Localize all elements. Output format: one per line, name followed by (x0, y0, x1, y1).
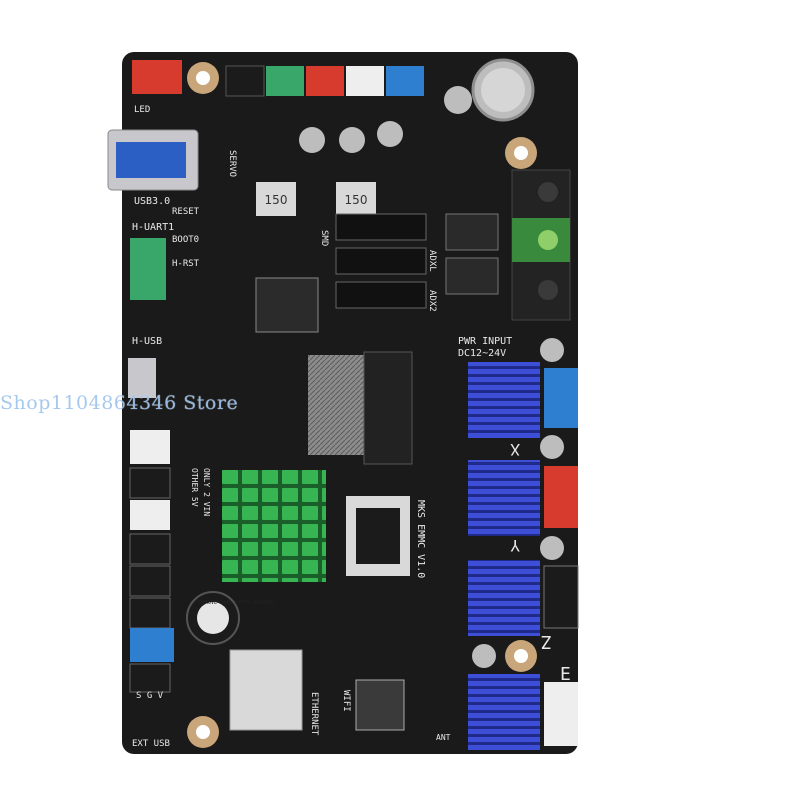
watermark: Shop1104864346 Store (0, 392, 239, 414)
heatsink-z (468, 560, 540, 636)
silk-servo: SERVO (227, 150, 237, 177)
mount-hole-top-left-center (196, 71, 210, 85)
terminal-screw-3 (538, 280, 558, 300)
connector-side-blue (130, 628, 174, 662)
connector-side-black-3 (129, 565, 171, 597)
silk-pwr-input: PWR INPUT (458, 336, 512, 347)
capacitor-small-4 (377, 121, 403, 147)
capacitor-z (540, 536, 564, 560)
soc-chip (308, 355, 364, 455)
silk-reset: RESET (172, 207, 200, 217)
motor-y-connector (544, 466, 578, 528)
silk-uart: H-UART1 (132, 222, 174, 233)
silk-e: E (560, 664, 571, 685)
inductor-2 (336, 182, 376, 216)
silk-sgv: S G V (136, 691, 164, 701)
silk-husb: H-USB (132, 336, 162, 347)
mount-hole-bottom-right-center (514, 649, 528, 663)
connector-side-white-1 (130, 430, 170, 464)
connector-side-black-2 (129, 533, 171, 565)
motor-x-connector (544, 368, 578, 428)
motor-z-connector (543, 565, 579, 629)
silk-adx2: ADX2 (427, 290, 437, 312)
silk-ext-usb: EXT USB (132, 739, 170, 749)
soc-shield (363, 351, 413, 465)
connector-side-black-5 (129, 663, 171, 693)
silk-x: X (510, 440, 520, 459)
heatsink-y (468, 460, 540, 536)
capacitor-e (472, 644, 496, 668)
terminal-screw-2 (538, 230, 558, 250)
buzzer-sticker (197, 602, 229, 634)
mount-hole-upper-right-center (514, 146, 528, 160)
silk-ant: ANT (436, 733, 451, 742)
ethernet-jack (229, 649, 303, 731)
mount-hole-bottom-left-center (196, 725, 210, 739)
mcu-chip (255, 277, 319, 333)
silk-remove-seal: REMOVE SEAL AFTER WASHING (199, 600, 274, 606)
connector-led (132, 60, 182, 94)
mosfet-2 (445, 257, 499, 295)
silk-hrst: H-RST (172, 259, 200, 269)
header-adxl-1 (335, 213, 427, 241)
terminal-screw-1 (538, 182, 558, 202)
header-adxl-2 (335, 247, 427, 275)
silk-only: ONLY 2 VIN (202, 468, 211, 516)
wifi-module (355, 679, 405, 731)
connector-fan1 (225, 65, 265, 97)
silk-voltage: DC12~24V (458, 348, 506, 359)
connector-side-black-1 (129, 467, 171, 499)
silk-other: OTHER 5V (190, 468, 199, 507)
usb3-port-tongue (116, 142, 186, 178)
inductor-2-label: 150 (345, 193, 368, 207)
capacitor-small-3 (339, 127, 365, 153)
silk-led: LED (134, 105, 150, 115)
capacitor-y (540, 435, 564, 459)
silk-smd: SMD (319, 230, 329, 246)
silk-wifi: WIFI (341, 690, 351, 712)
silk-y: Y (510, 536, 520, 555)
uart-connector (130, 238, 166, 300)
capacitor-small-2 (299, 127, 325, 153)
header-adxl-3 (335, 281, 427, 309)
connector-fan3 (306, 66, 344, 96)
connector-fan2 (266, 66, 304, 96)
mosfet-1 (445, 213, 499, 251)
silk-usb: USB3.0 (134, 196, 170, 207)
usb-c-port (128, 358, 156, 398)
connector-fan5 (386, 66, 424, 96)
silk-z: Z (541, 631, 552, 652)
silk-emmc: MKS EMMC V1.0 (415, 500, 426, 578)
inductor-1-label: 150 (265, 193, 288, 207)
heatsink-green (222, 470, 326, 582)
capacitor-470-top (481, 68, 525, 112)
capacitor-x (540, 338, 564, 362)
emmc-slot-inner (356, 508, 400, 564)
capacitor-small-1 (444, 86, 472, 114)
connector-side-black-4 (129, 597, 171, 629)
silk-adxl: ADXL (427, 250, 437, 272)
motor-e-connector (544, 682, 578, 746)
inductor-1 (256, 182, 296, 216)
heatsink-e (468, 674, 540, 750)
silk-ethernet: ETHERNET (309, 692, 319, 736)
heatsink-x (468, 362, 540, 438)
silk-boot: BOOT0 (172, 235, 199, 245)
connector-side-white-2 (130, 500, 170, 530)
connector-fan4 (346, 66, 384, 96)
